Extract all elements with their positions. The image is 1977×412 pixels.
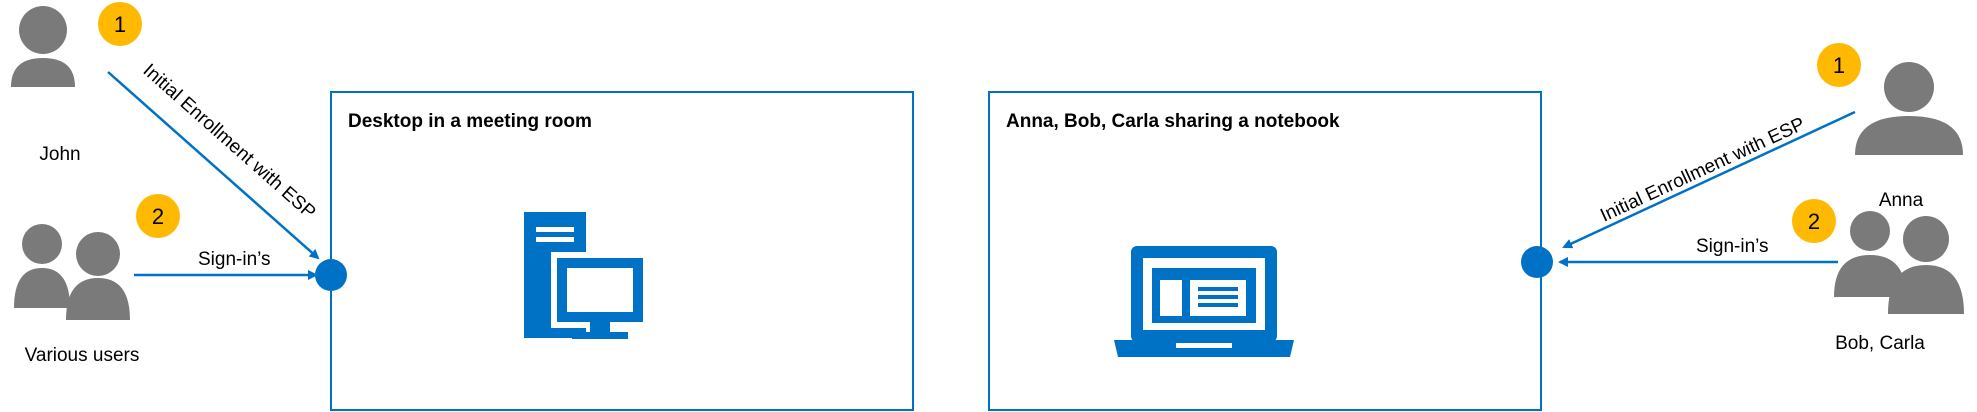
right-connection-dot	[1521, 246, 1553, 278]
anna-badge: 1	[1817, 43, 1861, 87]
shared-notebook-title: Anna, Bob, Carla sharing a notebook	[1006, 111, 1340, 132]
bob-carla-badge-number: 2	[1808, 209, 1820, 234]
john-badge: 1	[98, 2, 142, 46]
right-enrollment-arrow-label: Initial Enrollment with ESP	[1597, 114, 1808, 227]
desktop-computer-icon	[524, 212, 649, 339]
john-badge-number: 1	[114, 12, 126, 37]
bob-carla-badge: 2	[1792, 199, 1836, 243]
left-enrollment-arrow	[107, 71, 320, 260]
various-users-badge: 2	[136, 194, 180, 238]
anna-person-icon	[1855, 62, 1963, 155]
left-signin-arrow-label: Sign-in’s	[198, 249, 271, 270]
right-signin-arrow-label: Sign-in’s	[1696, 236, 1769, 257]
desktop-meeting-room-box	[330, 91, 914, 411]
laptop-icon	[1114, 246, 1294, 357]
bob-carla-group-icon	[1834, 211, 1964, 314]
anna-badge-number: 1	[1833, 53, 1845, 78]
john-label: John	[39, 144, 80, 165]
right-enrollment-arrow	[1562, 110, 1856, 249]
desktop-meeting-room-title: Desktop in a meeting room	[348, 111, 592, 132]
various-users-badge-number: 2	[152, 204, 164, 229]
various-users-label: Various users	[25, 345, 140, 366]
bob-carla-label: Bob, Carla	[1835, 333, 1925, 354]
anna-label: Anna	[1879, 190, 1924, 211]
various-users-group-icon	[14, 224, 130, 320]
john-person-icon	[11, 6, 75, 87]
